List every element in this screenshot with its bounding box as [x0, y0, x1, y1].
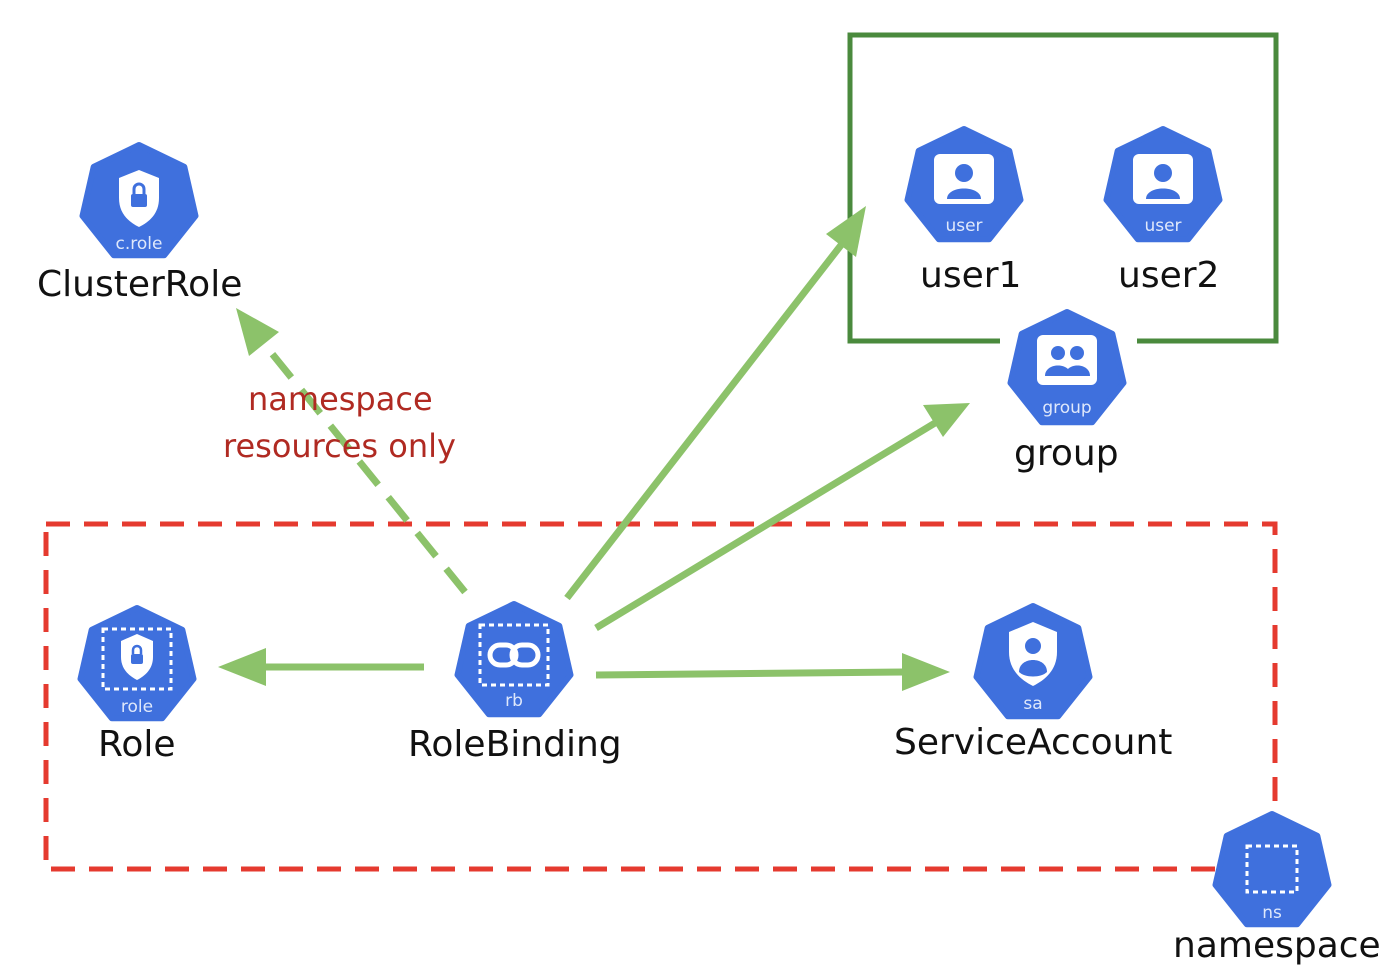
group-label: group — [1014, 433, 1119, 474]
person-icon — [1133, 154, 1193, 204]
arrowhead-serviceaccount — [902, 653, 950, 691]
namespace-node[interactable]: ns — [1216, 814, 1329, 924]
user1-node[interactable]: user — [908, 129, 1021, 239]
arrowhead-group — [923, 403, 970, 437]
clusterrole-tag: c.role — [116, 234, 163, 254]
dashed-square-icon — [478, 623, 550, 687]
arrow-to-group — [594, 420, 937, 631]
person-icon — [934, 154, 994, 204]
serviceaccount-node[interactable]: sa — [977, 606, 1090, 716]
group-boundary — [847, 32, 1279, 344]
dashed-square-icon — [1245, 844, 1299, 894]
arrowhead-role — [218, 648, 266, 686]
namespace-boundary — [43, 521, 1278, 872]
role-tag: role — [121, 697, 153, 717]
arrow-to-users — [564, 237, 848, 601]
role-label: Role — [98, 724, 176, 765]
user1-label: user1 — [920, 255, 1022, 296]
user2-label: user2 — [1118, 255, 1220, 296]
user2-tag: user — [1144, 216, 1181, 236]
arrow-to-clusterrole — [262, 342, 468, 595]
clusterrole-node[interactable]: c.role — [83, 145, 196, 255]
serviceaccount-label: ServiceAccount — [894, 722, 1173, 763]
arrowhead-clusterrole — [236, 308, 279, 356]
group-node[interactable]: group — [1011, 312, 1124, 422]
clusterrole-label: ClusterRole — [37, 264, 243, 305]
clusterrole-note-line2: resources only — [223, 427, 456, 465]
namespace-label: namespace — [1173, 925, 1381, 966]
shield-person-icon — [1009, 622, 1057, 686]
people-icon — [1037, 335, 1097, 385]
rolebinding-node[interactable]: rb — [458, 604, 571, 714]
arrow-to-serviceaccount — [595, 668, 906, 679]
lock-icon — [119, 170, 159, 227]
rolebinding-tag: rb — [505, 691, 523, 711]
namespace-tag: ns — [1262, 903, 1282, 923]
user1-tag: user — [945, 216, 982, 236]
rolebinding-label: RoleBinding — [408, 724, 622, 765]
arrowhead-users — [826, 206, 866, 257]
lock-icon — [121, 634, 153, 680]
dashed-square-icon — [101, 627, 173, 691]
link-icon — [487, 642, 541, 668]
role-node[interactable]: role — [81, 608, 194, 718]
clusterrole-note-line1: namespace — [248, 380, 433, 418]
arrows — [218, 206, 970, 691]
serviceaccount-tag: sa — [1023, 694, 1042, 714]
user2-node[interactable]: user — [1107, 129, 1220, 239]
group-tag: group — [1042, 398, 1091, 418]
